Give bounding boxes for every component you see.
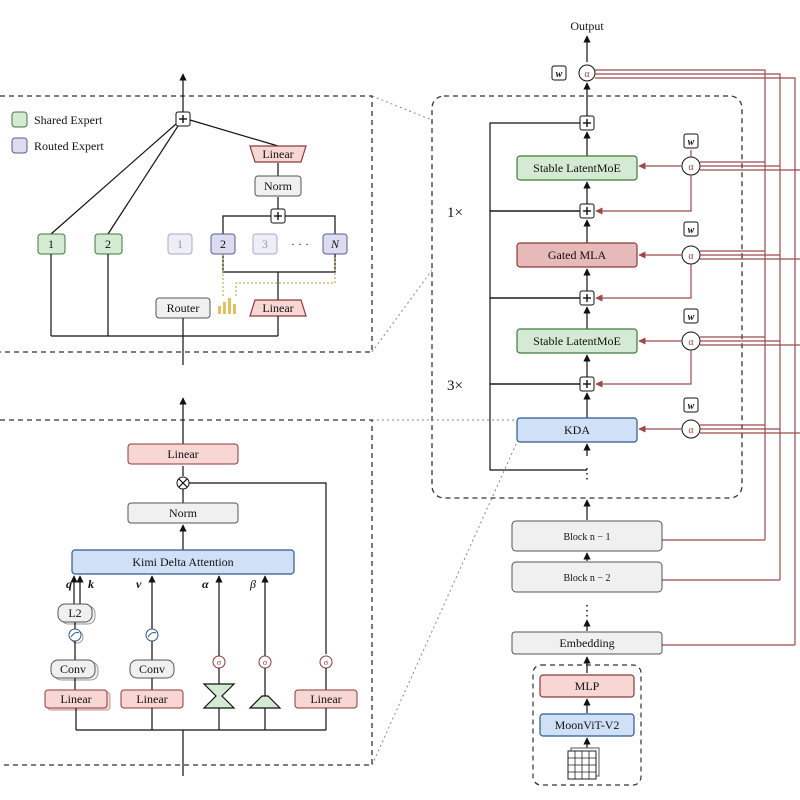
v-activation-icon xyxy=(145,628,159,642)
gate-sigma-label: σ xyxy=(324,658,329,667)
plus-node-3 xyxy=(579,290,595,306)
kda-multiply-node xyxy=(176,476,190,490)
legend-routed-label: Routed Expert xyxy=(34,139,104,153)
beta-input-label: β xyxy=(249,577,256,591)
block-n-2-label: Block n − 2 xyxy=(563,573,610,584)
plus-node-1 xyxy=(579,115,595,131)
routed-expert-dots: · · · xyxy=(291,237,309,251)
qk-activation-icon xyxy=(68,628,84,644)
routed-expert-3 xyxy=(252,233,278,255)
router-label: Router xyxy=(167,301,200,315)
gated-mla-block xyxy=(516,242,638,268)
kimi-delta-attention-label: Kimi Delta Attention xyxy=(132,555,233,569)
router-bar-chart-icon xyxy=(218,298,236,314)
alpha-label-2: α xyxy=(688,251,694,262)
legend-shared-label: Shared Expert xyxy=(34,113,103,127)
w-label-1: w xyxy=(688,137,695,148)
alpha-group-4: w α xyxy=(681,397,701,439)
q-label: q xyxy=(66,577,72,591)
stable-latentmoe-label-2: Stable LatentMoE xyxy=(533,334,621,348)
legend-routed-swatch xyxy=(11,137,28,154)
kimi-delta-attention-box xyxy=(71,549,295,575)
routed-expert-1 xyxy=(167,233,193,255)
image-grid-icon xyxy=(567,747,600,780)
mlp-block xyxy=(539,674,635,698)
w-label-3: w xyxy=(688,312,695,323)
linear-label-3: Linear xyxy=(310,692,341,706)
alpha-node-top xyxy=(578,64,596,82)
alpha-group-3: w α xyxy=(681,308,701,351)
main-stack: Output w α 1× 3× xyxy=(371,19,800,786)
block-n-1 xyxy=(511,520,663,552)
moe-detail-panel: Shared Expert Routed Expert Linear Norm xyxy=(0,73,373,365)
legend-shared-swatch xyxy=(11,111,28,128)
moe-top-plus xyxy=(175,111,191,127)
w-label-top: w xyxy=(556,69,563,80)
output-label: Output xyxy=(570,19,604,33)
mlp-label: MLP xyxy=(575,679,600,693)
plus-node-4 xyxy=(579,376,595,392)
kda-label: KDA xyxy=(564,423,590,437)
alpha-label-top: α xyxy=(584,69,590,80)
moe-linear-top-label: Linear xyxy=(262,147,293,161)
shared-expert-2-label: 2 xyxy=(105,237,111,251)
linear-label-1: Linear xyxy=(60,692,91,706)
beta-projection-icon xyxy=(248,695,282,709)
embedding-block xyxy=(511,631,663,655)
moe-linear-bottom-label: Linear xyxy=(262,301,293,315)
conv-label-1: Conv xyxy=(60,662,86,676)
alpha-label-1: α xyxy=(688,162,694,173)
l2-label: L2 xyxy=(68,606,81,620)
moe-routed-plus xyxy=(270,208,286,224)
moe-linear-top xyxy=(249,145,307,163)
kda-detail-panel: Linear Norm Kimi Delta Attention q k v α… xyxy=(0,397,373,776)
embedding-label: Embedding xyxy=(559,636,614,650)
alpha-group-2: w α xyxy=(681,221,701,265)
linear-label-2: Linear xyxy=(136,692,167,706)
vit-block xyxy=(539,713,635,737)
gated-mla-label: Gated MLA xyxy=(548,248,607,262)
moe-norm-label: Norm xyxy=(264,179,293,193)
k-label: k xyxy=(88,577,94,591)
kda-block xyxy=(516,417,638,443)
stable-latentmoe-label-1: Stable LatentMoE xyxy=(533,161,621,175)
routed-expert-1-label: 1 xyxy=(177,237,183,251)
block-n-2 xyxy=(511,561,663,593)
w-box-top xyxy=(551,65,567,81)
alpha-label-3: α xyxy=(688,337,694,348)
alpha-label-4: α xyxy=(688,425,694,436)
alpha-input-label: α xyxy=(202,577,209,591)
repeat-3-label: 3× xyxy=(447,378,463,394)
kda-norm-label: Norm xyxy=(169,506,198,520)
routed-expert-3-label: 3 xyxy=(262,237,268,251)
alpha-group-1: w α xyxy=(681,133,701,176)
alpha-sigma-label: σ xyxy=(217,658,222,667)
w-label-2: w xyxy=(688,225,695,236)
routed-expert-n-label: N xyxy=(330,237,340,251)
routed-expert-2-label: 2 xyxy=(220,237,226,251)
kda-linear-top-label: Linear xyxy=(167,447,198,461)
vdots-outer: ⋮ xyxy=(580,604,594,619)
alpha-bottleneck-icon xyxy=(202,683,236,709)
v-label: v xyxy=(136,577,142,591)
shared-expert-1-label: 1 xyxy=(48,237,54,251)
w-label-4: w xyxy=(688,401,695,412)
stable-latentmoe-block-1 xyxy=(516,155,638,181)
beta-sigma-label: σ xyxy=(263,658,268,667)
moe-linear-bottom xyxy=(249,299,307,317)
vit-label: MoonViT-V2 xyxy=(555,718,620,732)
moe-norm-box xyxy=(254,175,302,197)
vdots-inner: ⋮ xyxy=(580,467,594,482)
conv-label-2: Conv xyxy=(139,662,165,676)
kda-linear-top xyxy=(127,443,239,465)
block-n-1-label: Block n − 1 xyxy=(563,532,610,543)
conv-box-1 xyxy=(50,659,96,679)
kda-norm-box xyxy=(127,502,239,524)
repeat-1-label: 1× xyxy=(447,205,463,221)
stable-latentmoe-block-2 xyxy=(516,328,638,354)
plus-node-2 xyxy=(579,203,595,219)
